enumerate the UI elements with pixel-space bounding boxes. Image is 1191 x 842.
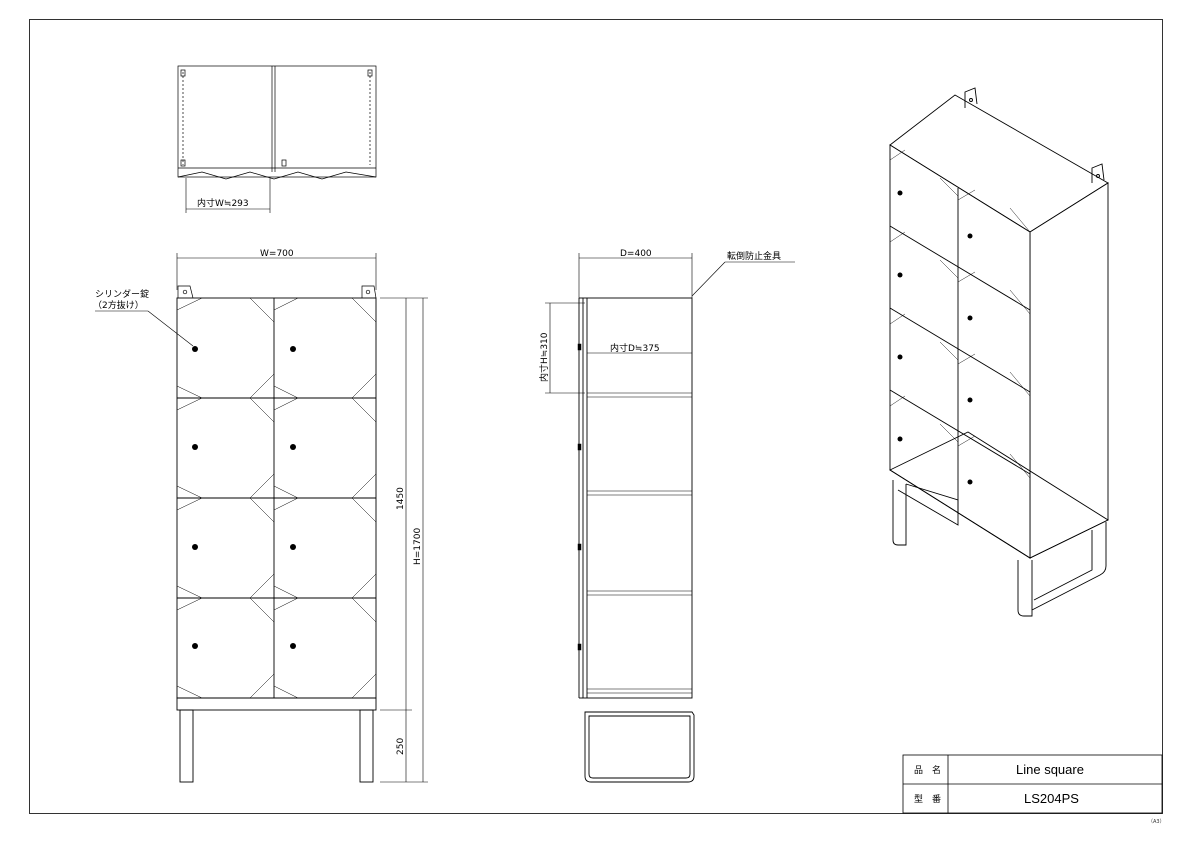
- lock-icon: [290, 346, 296, 352]
- plan-inner-width-label: 内寸W≒293: [197, 197, 249, 209]
- side-shelves: [587, 392, 692, 694]
- front-width-dimension: [176, 253, 377, 290]
- side-depth-dimension: [578, 253, 693, 298]
- lock-icon: [192, 444, 198, 450]
- lock-icon: [290, 643, 296, 649]
- lock-icon: [897, 190, 903, 196]
- side-leg: [584, 711, 695, 783]
- anti-tip-bracket-label: 転倒防止金具: [727, 250, 781, 262]
- lock-icon: [290, 544, 296, 550]
- lock-note-line2: （2方抜け）: [93, 299, 144, 311]
- plan-view: [177, 65, 377, 180]
- isometric-locks: [897, 190, 973, 485]
- anti-tip-leader: [691, 261, 795, 297]
- total-height-label: H=1700: [413, 528, 423, 565]
- lock-icon: [897, 272, 903, 278]
- drawing-frame: [29, 19, 1163, 814]
- lock-icon: [967, 397, 973, 403]
- side-depth-label: D=400: [620, 249, 652, 259]
- lock-icon: [897, 436, 903, 442]
- front-cylinder-locks: [192, 346, 296, 649]
- product-name: Line square: [1016, 762, 1084, 777]
- inner-depth-label: 内寸D≒375: [610, 342, 660, 354]
- lock-note-line1: シリンダー錠: [95, 288, 149, 300]
- lock-icon: [967, 233, 973, 239]
- front-legs: [179, 709, 374, 783]
- front-cabinet-body: [176, 297, 377, 711]
- lock-icon: [967, 315, 973, 321]
- lock-icon: [192, 643, 198, 649]
- front-door-bevels: [176, 297, 377, 699]
- isometric-view: [889, 87, 1109, 617]
- side-cabinet-body: [578, 297, 693, 699]
- model-number-label: 型 番: [914, 793, 941, 805]
- lock-icon: [192, 544, 198, 550]
- isometric-door-bevels: [889, 149, 1031, 479]
- model-number: LS204PS: [1024, 791, 1079, 806]
- inner-height-label: 内寸H≒310: [538, 332, 550, 382]
- body-height-label: 1450: [396, 487, 406, 510]
- sheet-size: （A3）: [1148, 819, 1165, 825]
- lock-icon: [192, 346, 198, 352]
- lock-icon: [897, 354, 903, 360]
- lock-leader-line: [95, 310, 194, 347]
- plan-inner-width-dimension: [185, 178, 271, 213]
- side-inner-height-dimension: [545, 302, 585, 394]
- front-width-label: W=700: [260, 249, 294, 259]
- leg-height-label: 250: [396, 738, 406, 755]
- product-name-label: 品 名: [914, 764, 941, 776]
- front-top-brackets: [177, 285, 377, 299]
- lock-icon: [967, 479, 973, 485]
- front-height-dimensions: [380, 297, 428, 783]
- title-block: [902, 754, 1163, 814]
- lock-icon: [290, 444, 296, 450]
- side-door-hinges: [577, 343, 582, 651]
